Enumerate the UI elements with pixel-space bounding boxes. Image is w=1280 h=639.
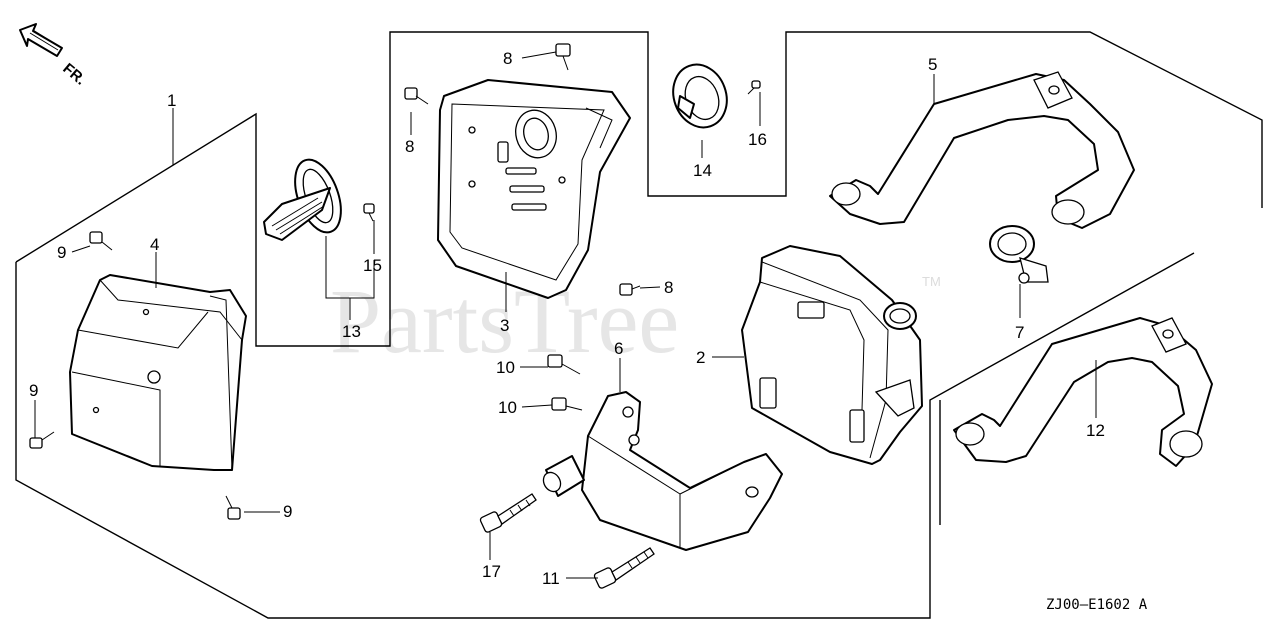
callout-9-top: 9 [57, 243, 66, 262]
watermark-trademark: TM [922, 274, 941, 289]
callout-2: 2 [696, 348, 705, 367]
bolt-8-left-part [404, 87, 429, 105]
callout-8-top: 8 [503, 49, 512, 68]
callout-6: 6 [614, 339, 623, 358]
callout-14: 14 [693, 161, 712, 180]
bolt-9-left-part [29, 431, 55, 449]
muffler-part [741, 245, 923, 465]
bolt-8-top-part [555, 43, 571, 71]
callout-10-lower: 10 [498, 398, 517, 417]
callout-7: 7 [1015, 323, 1024, 342]
exhaust-pipe-upper-part [829, 71, 1135, 229]
callout-3: 3 [500, 316, 509, 335]
callout-4: 4 [150, 235, 159, 254]
callout-9-bottom: 9 [283, 502, 292, 521]
callout-15: 15 [363, 256, 382, 275]
gasket-part [672, 63, 728, 129]
bolt-8-mid-part [619, 283, 641, 296]
bolt-10-lower-part [551, 397, 583, 411]
callout-16: 16 [748, 130, 767, 149]
callout-9-left: 9 [29, 381, 38, 400]
diagram-code: ZJ00—E1602 A [1046, 597, 1148, 613]
callout-12: 12 [1086, 421, 1105, 440]
callout-17: 17 [482, 562, 501, 581]
muffler-cover-part [437, 79, 631, 299]
callout-8-mid: 8 [664, 278, 673, 297]
exhaust-pipe-lower-part [953, 317, 1213, 467]
leader-lines [34, 51, 1097, 579]
callout-5: 5 [928, 55, 937, 74]
front-direction-arrow-icon [19, 23, 63, 57]
callout-8-left: 8 [405, 137, 414, 156]
screw-15-part [363, 203, 375, 222]
bolt-9-bottom-part [225, 495, 241, 520]
bolt-10-upper-part [547, 354, 581, 375]
callout-labels: 1 2 3 4 5 6 7 8 8 8 9 9 9 10 10 11 12 13… [29, 49, 1105, 588]
callout-10-upper: 10 [496, 358, 515, 377]
assembly-frame-lines [15, 31, 1263, 619]
front-direction-label: FR. [59, 60, 88, 89]
callout-11: 11 [542, 569, 560, 588]
collar-part [542, 455, 585, 497]
pipe-band-part [989, 225, 1049, 284]
bolt-11-part [593, 547, 655, 589]
screw-16-part [747, 80, 761, 95]
muffler-stay-part [581, 391, 783, 551]
muffler-protector-part [69, 274, 247, 471]
bolt-17-part [479, 493, 537, 533]
callout-1: 1 [167, 91, 176, 110]
callout-13: 13 [342, 322, 361, 341]
bolt-9-top-part [89, 231, 113, 251]
spark-arrester-part [263, 158, 342, 241]
